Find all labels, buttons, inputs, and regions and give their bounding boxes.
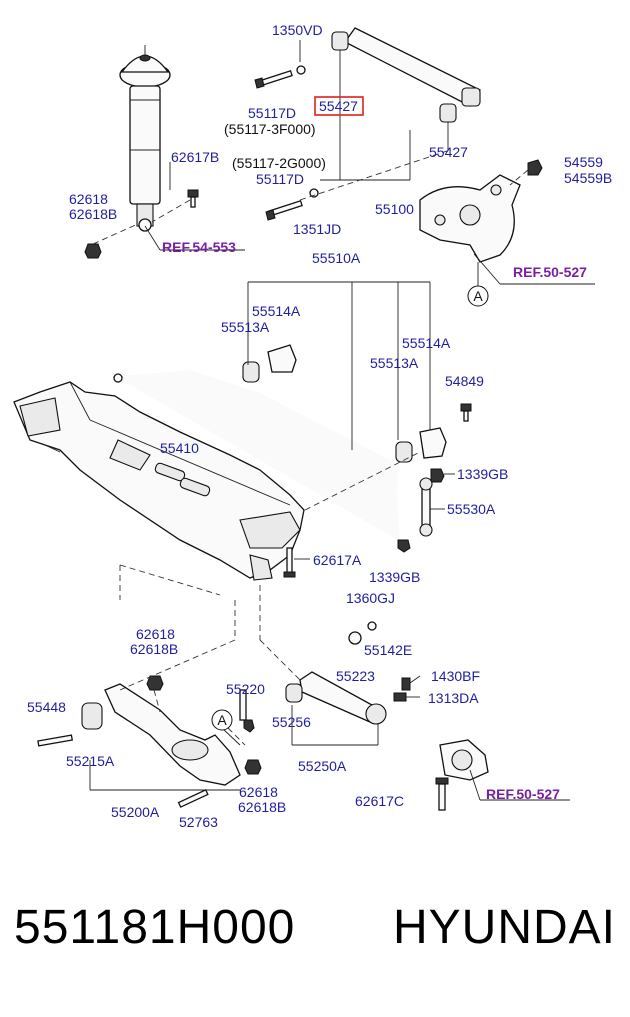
- label-55142E[interactable]: 55142E: [364, 642, 412, 658]
- label-1339GB-b[interactable]: 1339GB: [369, 569, 420, 585]
- brand-name: HYUNDAI: [392, 901, 616, 954]
- label-62618-b[interactable]: 62618: [136, 626, 175, 642]
- stabilizer-link: [397, 468, 445, 553]
- label-62618B-a[interactable]: 62618B: [69, 206, 117, 222]
- label-55117-2G000: (55117-2G000): [232, 155, 326, 171]
- label-62618B-c[interactable]: 62618B: [238, 799, 286, 815]
- label-62618-a[interactable]: 62618: [69, 191, 108, 207]
- label-55117D-a[interactable]: 55117D: [248, 105, 296, 121]
- label-55514A-a[interactable]: 55514A: [252, 303, 301, 319]
- label-62617A[interactable]: 62617A: [313, 552, 362, 568]
- knuckle: [419, 159, 543, 263]
- svg-text:A: A: [217, 712, 227, 728]
- shock-lower-bolts: [84, 189, 199, 259]
- subframe-bolt: [283, 547, 296, 578]
- shock-absorber: [119, 45, 171, 232]
- label-55117D-b[interactable]: 55117D: [256, 171, 304, 187]
- label-62617B[interactable]: 62617B: [171, 149, 219, 165]
- label-1350VD[interactable]: 1350VD: [272, 22, 323, 38]
- label-1360GJ[interactable]: 1360GJ: [346, 590, 395, 606]
- exploded-parts-diagram: A A 1350VD 55117D (55117-3F000) 55427 55…: [13, 22, 612, 830]
- part-number: 551181H000: [14, 901, 296, 954]
- label-55117-3F000: (55117-3F000): [224, 121, 316, 137]
- label-1351JD[interactable]: 1351JD: [293, 221, 341, 237]
- upper-arm-bolts: [254, 65, 451, 221]
- label-55250A[interactable]: 55250A: [298, 758, 347, 774]
- label-55513A-b[interactable]: 55513A: [370, 355, 419, 371]
- label-55100[interactable]: 55100: [375, 201, 414, 217]
- label-55200A[interactable]: 55200A: [111, 804, 160, 820]
- svg-text:A: A: [473, 288, 483, 304]
- upper-arm-assembly: [331, 27, 481, 180]
- marker-a-top: A: [467, 285, 489, 307]
- label-55514A-b[interactable]: 55514A: [402, 335, 451, 351]
- label-55530A[interactable]: 55530A: [447, 501, 496, 517]
- knuckle-bushing: [435, 739, 489, 811]
- ref-50-527-bottom[interactable]: REF.50-527: [486, 786, 560, 802]
- label-55510A[interactable]: 55510A: [312, 250, 361, 266]
- label-55256[interactable]: 55256: [272, 714, 311, 730]
- label-1339GB-a[interactable]: 1339GB: [457, 466, 508, 482]
- label-54559[interactable]: 54559: [564, 154, 603, 170]
- label-1430BF[interactable]: 1430BF: [431, 668, 480, 684]
- ref-54-553[interactable]: REF.54-553: [162, 239, 236, 255]
- footer: 551181H000 HYUNDAI: [0, 900, 630, 980]
- label-55448[interactable]: 55448: [27, 699, 66, 715]
- label-54849[interactable]: 54849: [445, 373, 484, 389]
- ref-50-527-top[interactable]: REF.50-527: [513, 264, 587, 280]
- label-55220[interactable]: 55220: [226, 681, 265, 697]
- label-55427-b[interactable]: 55427: [429, 144, 468, 160]
- label-55410[interactable]: 55410: [160, 440, 199, 456]
- label-1313DA[interactable]: 1313DA: [428, 690, 479, 706]
- lower-control-arm: [37, 675, 262, 808]
- highlight-box: [314, 96, 364, 116]
- label-55513A-a[interactable]: 55513A: [221, 319, 270, 335]
- label-62617C[interactable]: 62617C: [355, 793, 404, 809]
- label-55215A[interactable]: 55215A: [66, 753, 115, 769]
- marker-a-bottom: A: [211, 709, 233, 731]
- assembly-guides: [119, 564, 301, 746]
- label-52763[interactable]: 52763: [179, 814, 218, 830]
- lateral-arm: [239, 621, 411, 733]
- label-62618-c[interactable]: 62618: [239, 784, 278, 800]
- subframe-crossmember: [13, 381, 305, 581]
- label-55223[interactable]: 55223: [336, 668, 375, 684]
- label-55427-highlighted[interactable]: 55427: [319, 98, 358, 114]
- label-62618B-b[interactable]: 62618B: [130, 641, 178, 657]
- stabilizer-bushings: [242, 344, 472, 463]
- label-54559B[interactable]: 54559B: [564, 170, 612, 186]
- leader-lines: [89, 40, 595, 801]
